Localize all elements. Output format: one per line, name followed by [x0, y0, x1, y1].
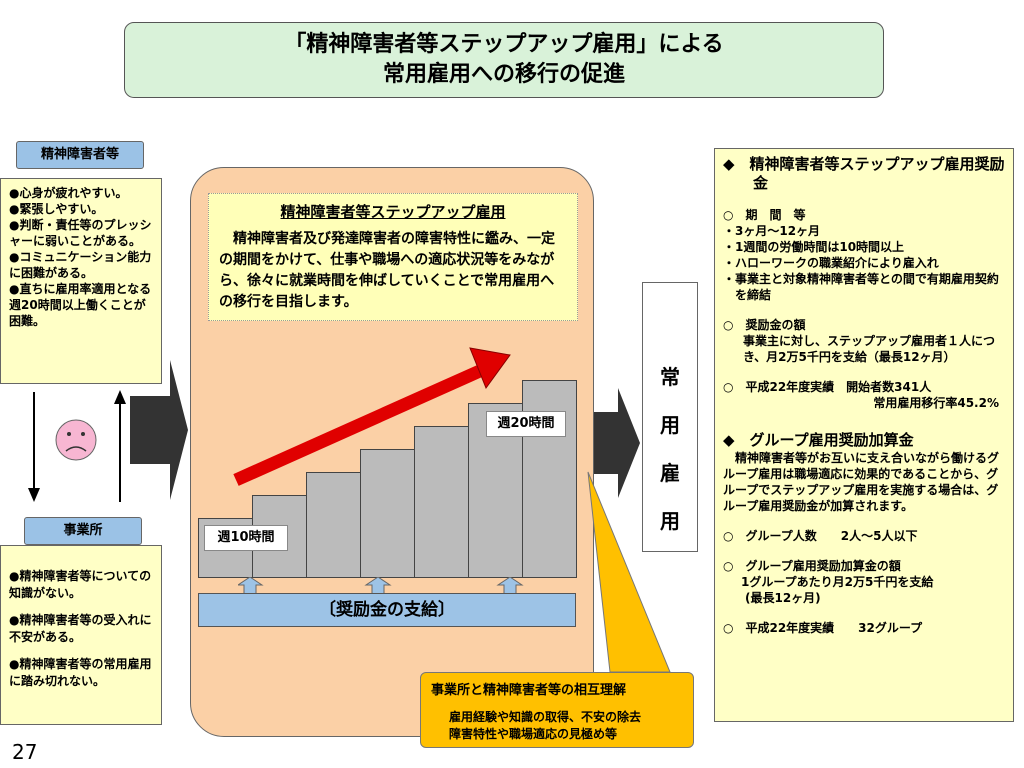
info-line: 常用雇用移行率45.2% [873, 396, 999, 410]
regular-employment-char: 常 [660, 365, 680, 389]
info-label: ○ グループ雇用奨励加算金の額 [723, 559, 901, 573]
info-line: 精神障害者等がお互いに支え合いながら働けるグループ雇用は職場適応に効果的であるこ… [723, 451, 1000, 513]
label-10-hours: 週10時間 [204, 525, 288, 551]
info-line: 事業主に対し、ステップアップ雇用者１人につき、月2万5千円を支給（最長12ヶ月） [743, 334, 996, 364]
title-line-1: 「精神障害者等ステップアップ雇用」による [284, 32, 724, 57]
info-label: ○ 期 間 等 [723, 208, 806, 222]
left-big-arrow [130, 360, 188, 500]
step-bar [306, 472, 361, 578]
issue-item: ●精神障害者等の受入れに不安がある。 [9, 613, 152, 644]
step-bar [414, 426, 469, 578]
program-description: 精神障害者等ステップアップ雇用 精神障害者及び発達障害者の障害特性に鑑み、一定の… [208, 193, 578, 321]
program-title: 精神障害者等ステップアップ雇用 [280, 203, 506, 221]
page-title: 「精神障害者等ステップアップ雇用」による 常用雇用への移行の促進 [124, 22, 884, 98]
label-mentally-disabled: 精神障害者等 [16, 141, 144, 169]
issue-item: ●精神障害者等についての知識がない。 [9, 569, 152, 600]
right-big-arrow [594, 388, 640, 498]
mentally-disabled-issues: ●心身が疲れやすい。 ●緊張しやすい。 ●判断・責任等のプレッシャーに弱いことが… [0, 178, 162, 384]
info-label: ○ 奨励金の額 [723, 318, 806, 332]
section-heading: ◆ 精神障害者等ステップアップ雇用奨励金 [723, 155, 1005, 192]
info-label: ○ グループ人数 2人～5人以下 [723, 529, 918, 543]
section-heading: ◆ グループ雇用奨励加算金 [723, 431, 914, 449]
page-number: 27 [12, 740, 38, 764]
support-arrows [238, 577, 524, 595]
info-line: ・事業主と対象精神障害者等との間で有期雇用契約を締結 [723, 272, 999, 302]
regular-employment-box: 常 用 雇 用 [642, 282, 698, 552]
info-label: ○ 平成22年度実績 開始者数341人 [723, 380, 932, 394]
issue-item: ●心身が疲れやすい。 [9, 186, 128, 200]
issue-item: ●判断・責任等のプレッシャーに弱いことがある。 [9, 218, 152, 248]
sad-face-icon [55, 419, 97, 461]
info-line: (最長12ヶ月) [745, 591, 821, 605]
subsidy-bar: 〔奨励金の支給〕 [198, 593, 576, 627]
callout-line: 雇用経験や知識の取得、不安の除去 [449, 710, 642, 724]
issue-item: ●直ちに雇用率適用となる週20時間以上働くことが困難。 [9, 282, 152, 328]
title-line-2: 常用雇用への移行の促進 [382, 62, 625, 87]
business-issues: ●精神障害者等についての知識がない。 ●精神障害者等の受入れに不安がある。 ●精… [0, 545, 162, 725]
regular-employment-char: 用 [660, 413, 680, 437]
info-line: ・ハローワークの職業紹介により雇入れ [723, 256, 939, 270]
program-text: 精神障害者及び発達障害者の障害特性に鑑み、一定の期間をかけて、仕事や職場への適応… [219, 231, 555, 310]
issue-item: ●コミュニケーション能力に困難がある。 [9, 250, 152, 280]
info-label: ○ 平成22年度実績 32グループ [723, 621, 923, 635]
mutual-understanding-callout: 事業所と精神障害者等の相互理解 雇用経験や知識の取得、不安の除去 障害特性や職場… [420, 672, 694, 748]
step-bars [198, 380, 577, 578]
mutual-arrows [28, 390, 126, 502]
info-line: ・1週間の労働時間は10時間以上 [723, 240, 905, 254]
growth-arrow [233, 347, 511, 486]
info-line: 1グループあたり月2万5千円を支給 [741, 575, 934, 589]
info-line: ・3ヶ月～12ヶ月 [723, 224, 821, 238]
callout-pointer [587, 471, 671, 673]
subsidy-info-box: ◆ 精神障害者等ステップアップ雇用奨励金 ○ 期 間 等 ・3ヶ月～12ヶ月 ・… [714, 148, 1014, 722]
issue-item: ●緊張しやすい。 [9, 202, 104, 216]
callout-line: 障害特性や職場適応の見極め等 [449, 727, 618, 741]
label-business: 事業所 [24, 517, 142, 545]
regular-employment-char: 雇 [660, 461, 680, 485]
label-20-hours: 週20時間 [486, 411, 566, 437]
regular-employment-char: 用 [660, 509, 680, 533]
issue-item: ●精神障害者等の常用雇用に踏み切れない。 [9, 657, 152, 688]
callout-title: 事業所と精神障害者等の相互理解 [431, 683, 627, 698]
